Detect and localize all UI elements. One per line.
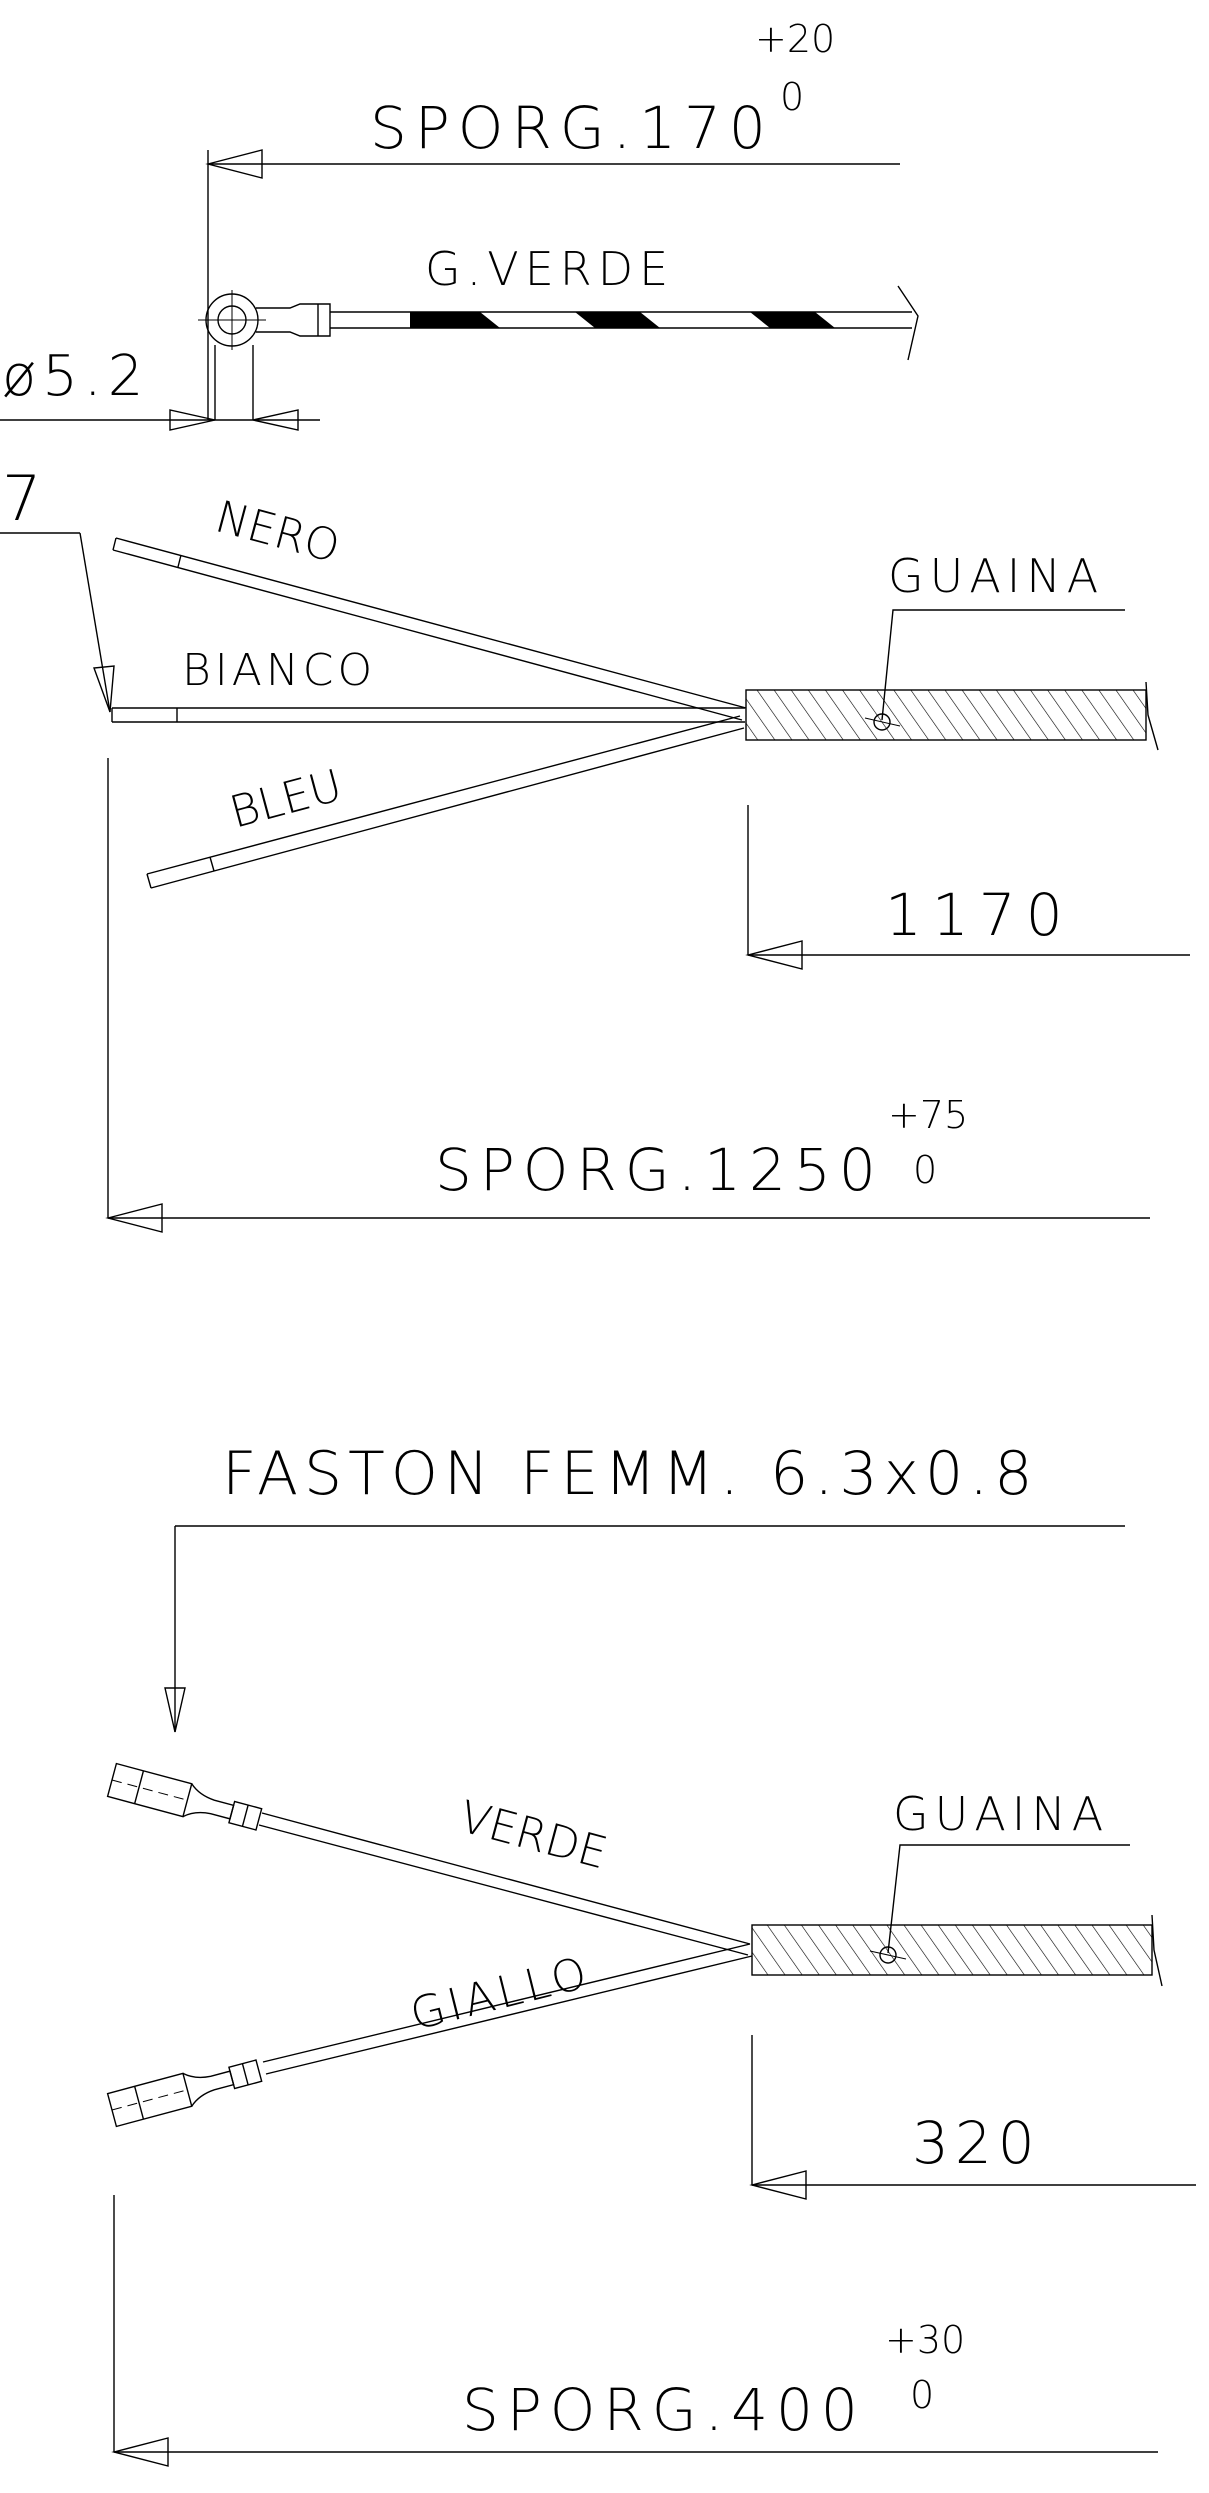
arrowhead-icon <box>252 409 299 431</box>
sporg-170-dimension: SPORG.170 +20 0 <box>205 17 900 420</box>
wire-label-verde: VERDE <box>454 1791 612 1879</box>
corner-label: 7 <box>2 462 41 535</box>
diameter-label: ø5.2 <box>2 344 149 409</box>
wire-label-bianco: BIANCO <box>182 645 376 696</box>
dim-320-label: 320 <box>912 2109 1041 2177</box>
wire-label-giallo: GIALLO <box>405 1947 595 2041</box>
arrowhead-icon <box>164 1687 186 1733</box>
arrowhead-icon <box>205 149 263 179</box>
sporg-170-tol-plus: +20 <box>755 17 835 61</box>
sporg-400-tol-zero: 0 <box>910 2373 934 2417</box>
ground-wire-label: G.VERDE <box>425 242 674 296</box>
wire-verde: VERDE <box>258 1791 751 1956</box>
diameter-dimension: ø5.2 <box>0 344 320 431</box>
middle-section: 7 NERO BIANCO BLEU GUAINA <box>0 462 1190 1233</box>
sporg-1250-tol-plus: +75 <box>888 1093 968 1137</box>
sporg-400-tol-plus: +30 <box>885 2318 965 2362</box>
dim-1170: 1170 <box>745 805 1190 970</box>
faston-leader <box>164 1525 1125 1733</box>
wire-label-bleu: BLEU <box>225 760 348 839</box>
arrowhead-icon <box>111 2437 169 2467</box>
dim-1170-label: 1170 <box>885 881 1073 949</box>
wire-bleu: BLEU <box>146 715 745 889</box>
sporg-170-tol-zero: 0 <box>780 75 804 119</box>
sporg-1250-tol-zero: 0 <box>913 1148 937 1192</box>
ring-terminal <box>198 290 331 350</box>
arrowhead-icon <box>169 409 216 431</box>
sporg-170-label: SPORG.170 <box>370 94 774 162</box>
faston-terminal-upper <box>106 1762 263 1831</box>
arrowhead-icon <box>745 940 803 970</box>
sporg-400-dimension: SPORG.400 +30 0 <box>111 2195 1158 2467</box>
sheath-bottom: GUAINA <box>751 1787 1163 1987</box>
wire-bianco: BIANCO <box>111 645 745 723</box>
sporg-1250-label: SPORG.1250 <box>435 1136 884 1204</box>
sheath-label-bottom: GUAINA <box>893 1787 1109 1841</box>
top-section: SPORG.170 +20 0 G.VERDE <box>0 17 919 431</box>
wire-giallo: GIALLO <box>262 1943 753 2075</box>
sporg-400-label: SPORG.400 <box>462 2376 866 2444</box>
wire-label-nero: NERO <box>210 491 345 573</box>
sheath-label-middle: GUAINA <box>888 549 1104 603</box>
sporg-1250-dimension: SPORG.1250 +75 0 <box>105 758 1150 1233</box>
sheath-middle: GUAINA <box>745 549 1159 751</box>
arrowhead-icon <box>93 665 115 713</box>
faston-terminal-lower <box>106 2059 263 2128</box>
faston-label: FASTON FEMM. 6.3x0.8 <box>222 1439 1038 1509</box>
arrowhead-icon <box>749 2170 807 2200</box>
bottom-section: FASTON FEMM. 6.3x0.8 VERDE <box>106 1439 1196 2467</box>
leader-arrow <box>0 532 115 713</box>
ground-wire: G.VERDE <box>330 242 919 361</box>
dim-320: 320 <box>749 2035 1196 2200</box>
arrowhead-icon <box>105 1203 163 1233</box>
